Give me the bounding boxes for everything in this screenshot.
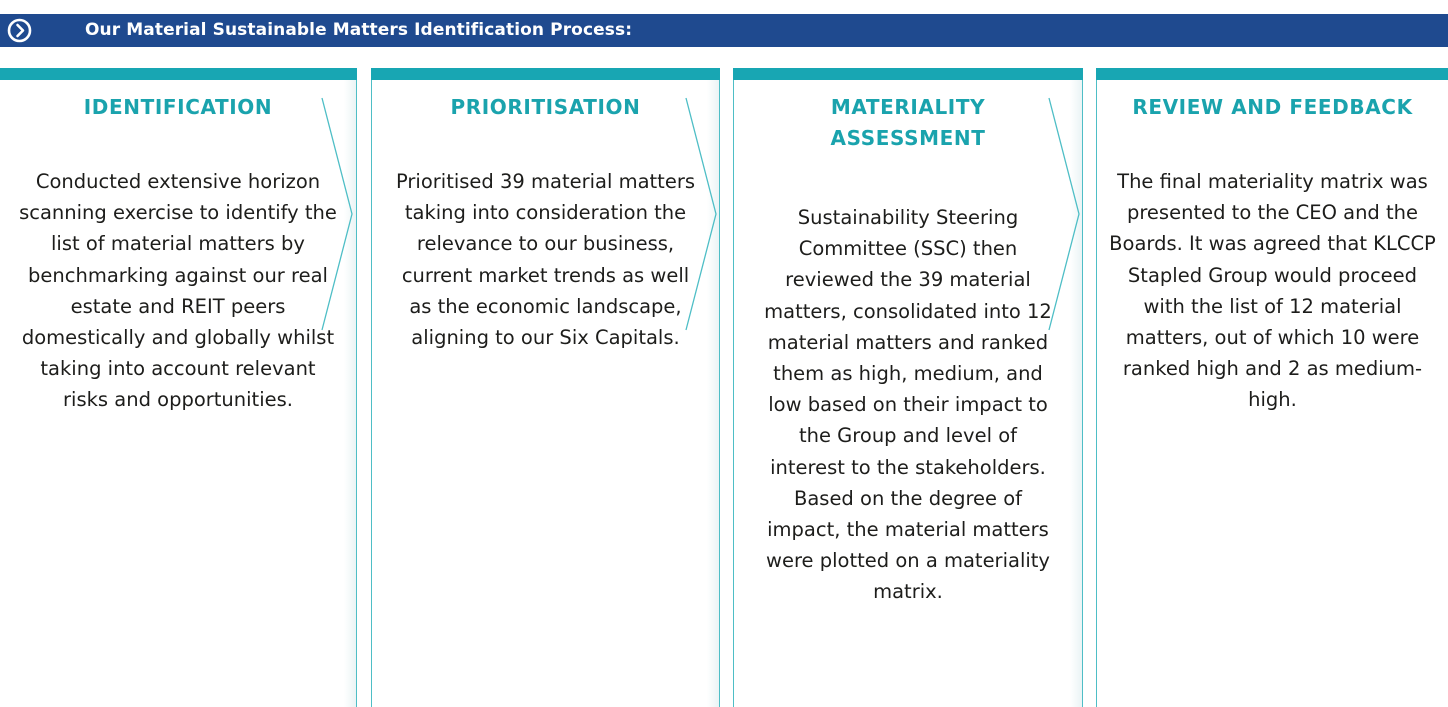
step-title: MATERIALITY ASSESSMENT bbox=[830, 95, 986, 150]
step-title: IDENTIFICATION bbox=[83, 95, 273, 119]
step-title: PRIORITISATION bbox=[450, 95, 641, 119]
chevron-arrow-icon bbox=[321, 97, 353, 331]
step-body: Prioritised 39 material matters taking i… bbox=[395, 170, 696, 350]
step-body: The final materiality matrix was present… bbox=[1109, 170, 1436, 412]
section-title: Our Material Sustainable Matters Identif… bbox=[85, 20, 633, 40]
step-card-prioritisation: PRIORITISATION Prioritised 39 material m… bbox=[371, 68, 720, 707]
step-card-materiality-assessment: MATERIALITY ASSESSMENT Sustainability St… bbox=[733, 68, 1083, 707]
step-card-review-and-feedback: REVIEW AND FEEDBACK The final materialit… bbox=[1096, 68, 1448, 707]
step-body: Sustainability Steering Committee (SSC) … bbox=[764, 206, 1052, 604]
chevron-arrow-icon bbox=[685, 97, 717, 331]
chevron-right-circle-icon bbox=[7, 18, 32, 43]
step-body: Conducted extensive horizon scanning exe… bbox=[19, 170, 337, 412]
step-title: REVIEW AND FEEDBACK bbox=[1132, 95, 1413, 119]
process-steps: IDENTIFICATION Conducted extensive horiz… bbox=[0, 68, 1448, 707]
section-header-bar: Our Material Sustainable Matters Identif… bbox=[0, 14, 1448, 47]
chevron-arrow-icon bbox=[1048, 97, 1080, 331]
step-card-identification: IDENTIFICATION Conducted extensive horiz… bbox=[0, 68, 357, 707]
